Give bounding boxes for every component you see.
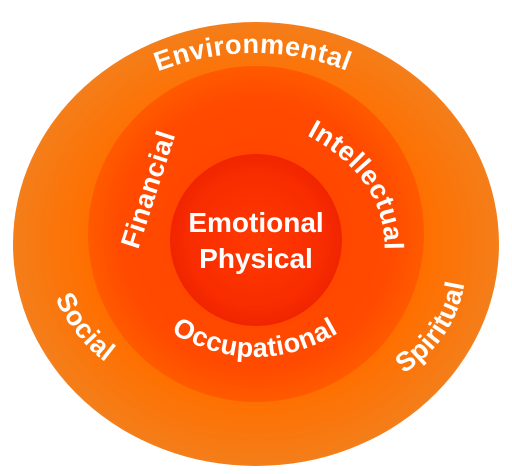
label-emotional: Emotional: [188, 207, 323, 238]
label-physical: Physical: [199, 243, 313, 274]
inner-circle: [170, 154, 342, 326]
